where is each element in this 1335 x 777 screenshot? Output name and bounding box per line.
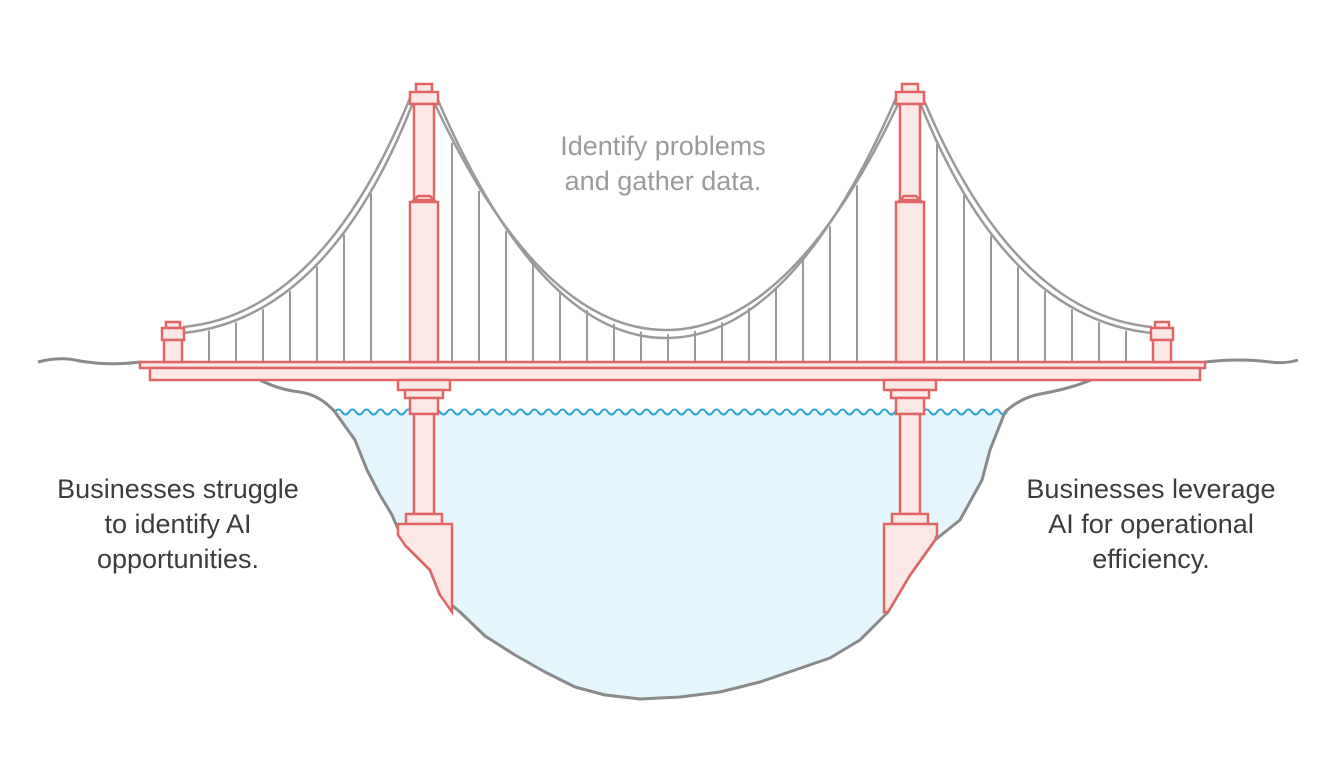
label-left: Businesses struggle to identify AI oppor… <box>28 472 328 577</box>
right-anchor-tower <box>1149 320 1175 364</box>
label-left-line3: opportunities. <box>96 544 260 574</box>
water <box>335 412 1005 699</box>
left-anchor-tower <box>160 320 186 364</box>
right-main-tower <box>882 82 939 614</box>
label-top-line2: and gather data. <box>564 166 762 196</box>
label-left-line1: Businesses struggle <box>57 474 299 504</box>
hanger-cables <box>208 142 1127 362</box>
main-cables <box>182 97 1153 340</box>
left-main-tower <box>396 82 454 616</box>
label-right-line3: efficiency. <box>1092 544 1210 574</box>
label-right: Businesses leverage AI for operational e… <box>1000 472 1302 577</box>
label-right-line1: Businesses leverage <box>1026 474 1276 504</box>
label-top: Identify problems and gather data. <box>463 129 863 199</box>
bridge-deck <box>138 360 1207 382</box>
label-left-line2: to identify AI <box>104 509 252 539</box>
label-right-line2: AI for operational <box>1048 509 1254 539</box>
label-top-line1: Identify problems <box>560 131 766 161</box>
